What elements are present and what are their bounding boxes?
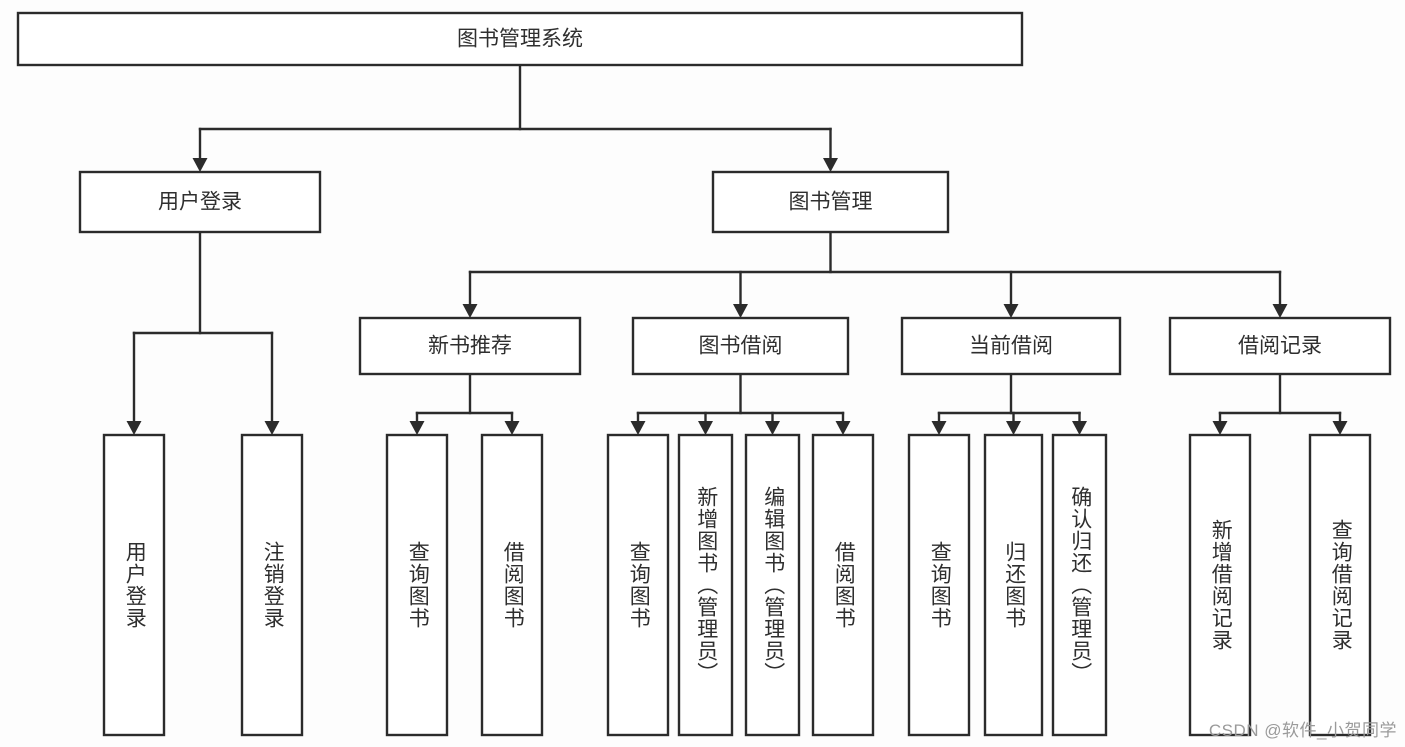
- node-box-leaf-borrow-book-2[interactable]: [811, 433, 875, 737]
- node-box-leaf-user-login[interactable]: [102, 433, 166, 737]
- node-label-borrow-record: 借阅记录: [1238, 335, 1322, 358]
- node-box-leaf-confirm-return[interactable]: [1051, 433, 1108, 737]
- arrow-head-icon: [462, 304, 478, 318]
- node-box-leaf-query-book-2[interactable]: [606, 433, 670, 737]
- arrow-head-icon: [733, 304, 748, 318]
- csdn-watermark: CSDN @软件_小贺同学: [1208, 721, 1397, 740]
- arrow-head-icon: [1332, 421, 1348, 435]
- arrow-head-icon: [630, 421, 646, 435]
- node-box-leaf-query-book-1[interactable]: [385, 433, 449, 737]
- node-box-leaf-edit-book-admin[interactable]: [744, 433, 801, 737]
- node-box-leaf-query-borrow-rec[interactable]: [1308, 433, 1372, 737]
- node-box-root[interactable]: [16, 11, 1024, 67]
- node-box-current-borrow[interactable]: [900, 316, 1122, 376]
- arrow-head-icon: [1272, 304, 1288, 318]
- arrow-head-icon: [192, 158, 208, 172]
- box-layer: [16, 11, 1392, 737]
- arrow-head-icon: [765, 421, 780, 435]
- node-box-leaf-add-borrow-rec[interactable]: [1188, 433, 1252, 737]
- node-box-leaf-query-book-3[interactable]: [907, 433, 971, 737]
- node-box-book-manage[interactable]: [711, 170, 950, 234]
- node-label-new-book-recommend: 新书推荐: [428, 335, 512, 358]
- arrow-head-icon: [1003, 304, 1019, 318]
- arrow-head-icon: [126, 421, 142, 435]
- arrow-head-icon: [698, 421, 713, 435]
- node-label-user-login: 用户登录: [158, 191, 242, 214]
- node-box-book-borrow[interactable]: [631, 316, 850, 376]
- node-label-book-borrow: 图书借阅: [699, 335, 783, 358]
- arrow-head-icon: [1212, 421, 1228, 435]
- node-box-leaf-logout-login[interactable]: [240, 433, 304, 737]
- connector-layer: [126, 63, 1348, 435]
- arrow-head-icon: [264, 421, 280, 435]
- node-box-leaf-add-book-admin[interactable]: [677, 433, 734, 737]
- node-label-root: 图书管理系统: [457, 28, 583, 51]
- node-box-new-book-recommend[interactable]: [358, 316, 582, 376]
- node-box-leaf-return-book[interactable]: [983, 433, 1044, 737]
- arrow-head-icon: [504, 421, 520, 435]
- node-box-user-login[interactable]: [78, 170, 322, 234]
- node-box-borrow-record[interactable]: [1168, 316, 1392, 376]
- arrow-head-icon: [835, 421, 851, 435]
- node-box-leaf-borrow-book-1[interactable]: [480, 433, 544, 737]
- node-label-current-borrow: 当前借阅: [969, 335, 1053, 358]
- arrow-head-icon: [823, 158, 838, 172]
- node-label-book-manage: 图书管理: [789, 191, 873, 214]
- arrow-head-icon: [409, 421, 425, 435]
- arrow-head-icon: [1072, 421, 1087, 435]
- arrow-head-icon: [931, 421, 947, 435]
- arrow-head-icon: [1006, 421, 1021, 435]
